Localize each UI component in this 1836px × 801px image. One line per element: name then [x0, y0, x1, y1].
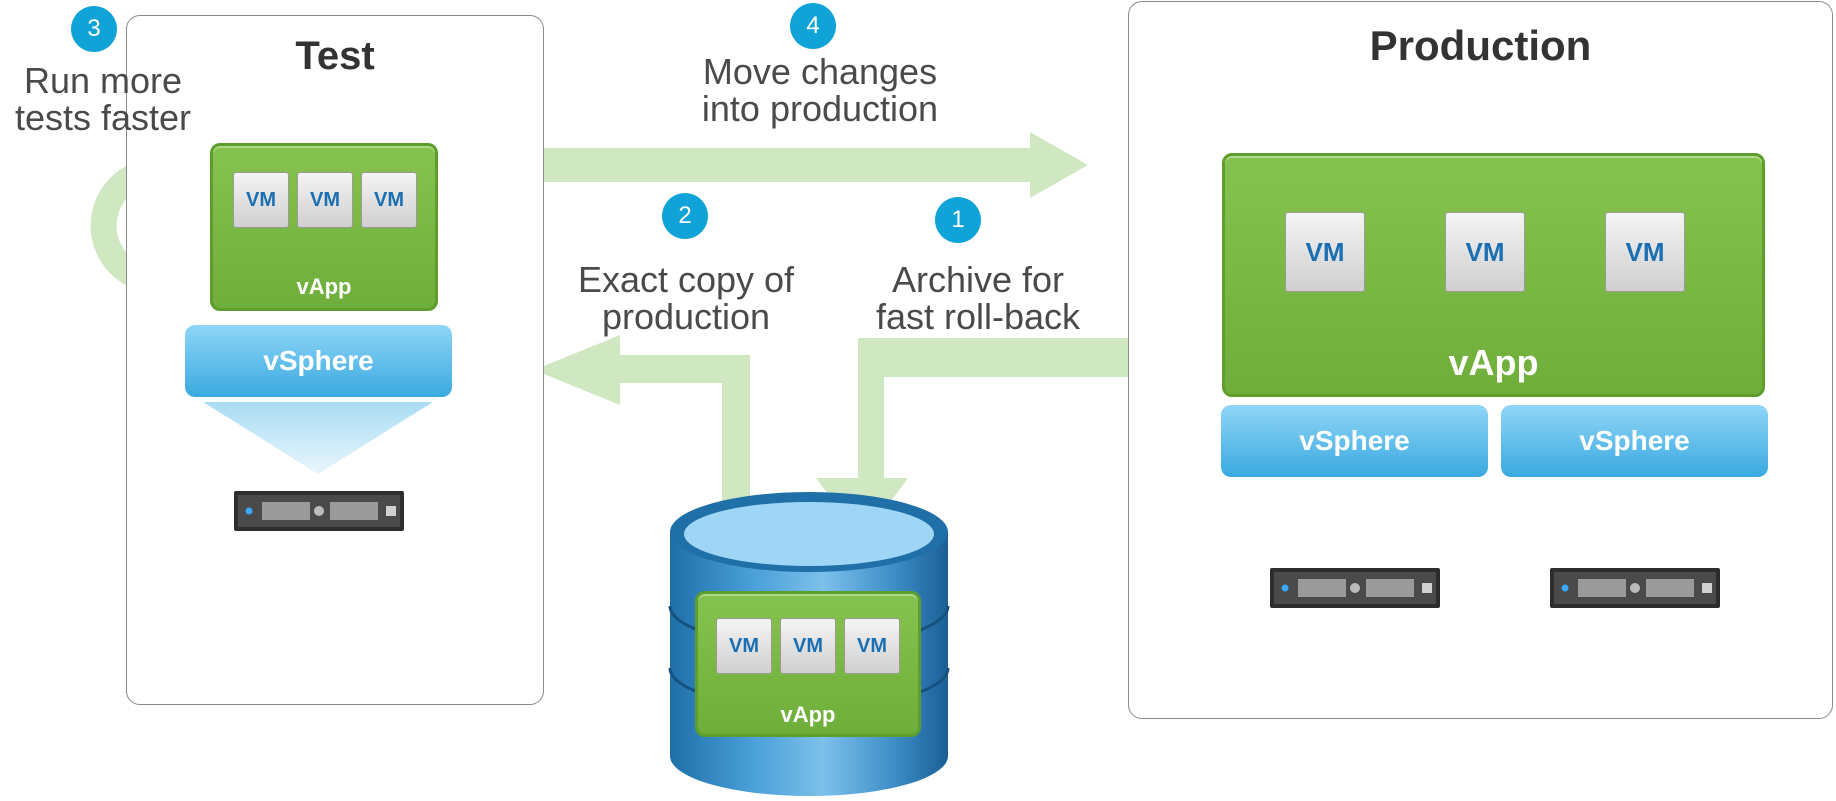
step-4-label: Move changes into production — [701, 51, 939, 129]
test-vapp: VM VM VM vApp — [210, 143, 438, 311]
vm-tile: VM — [361, 172, 417, 228]
production-vsphere-2: vSphere — [1501, 405, 1768, 477]
step-1-label: Archive for fast roll-back — [875, 259, 1081, 337]
arrow-exact-copy — [534, 335, 750, 530]
step-2-badge: 2 — [662, 193, 708, 239]
vm-tile: VM — [844, 618, 900, 674]
production-vapp: VM VM VM vApp — [1222, 153, 1765, 397]
step-4-badge: 4 — [790, 3, 836, 49]
step-3-label: Run more tests faster — [14, 60, 192, 138]
vapp-label: vApp — [1448, 342, 1539, 383]
vm-tile: VM — [1285, 212, 1365, 292]
test-panel-title: Test — [295, 34, 375, 78]
vapp-label: vApp — [296, 274, 352, 299]
production-panel-title: Production — [1369, 22, 1592, 69]
step-3-badge: 3 — [71, 6, 117, 52]
vm-tile: VM — [1605, 212, 1685, 292]
vapp-label: vApp — [780, 702, 836, 727]
production-vsphere-1: vSphere — [1221, 405, 1488, 477]
vm-tile: VM — [1445, 212, 1525, 292]
vm-tile: VM — [297, 172, 353, 228]
vm-tile: VM — [780, 618, 836, 674]
archive-vapp: VM VM VM vApp — [695, 591, 921, 737]
test-vsphere: vSphere — [185, 325, 452, 397]
vm-tile: VM — [716, 618, 772, 674]
step-1-badge: 1 — [935, 197, 981, 243]
vm-tile: VM — [233, 172, 289, 228]
step-2-label: Exact copy of production — [577, 259, 795, 337]
arrow-move-to-production — [430, 132, 1088, 198]
